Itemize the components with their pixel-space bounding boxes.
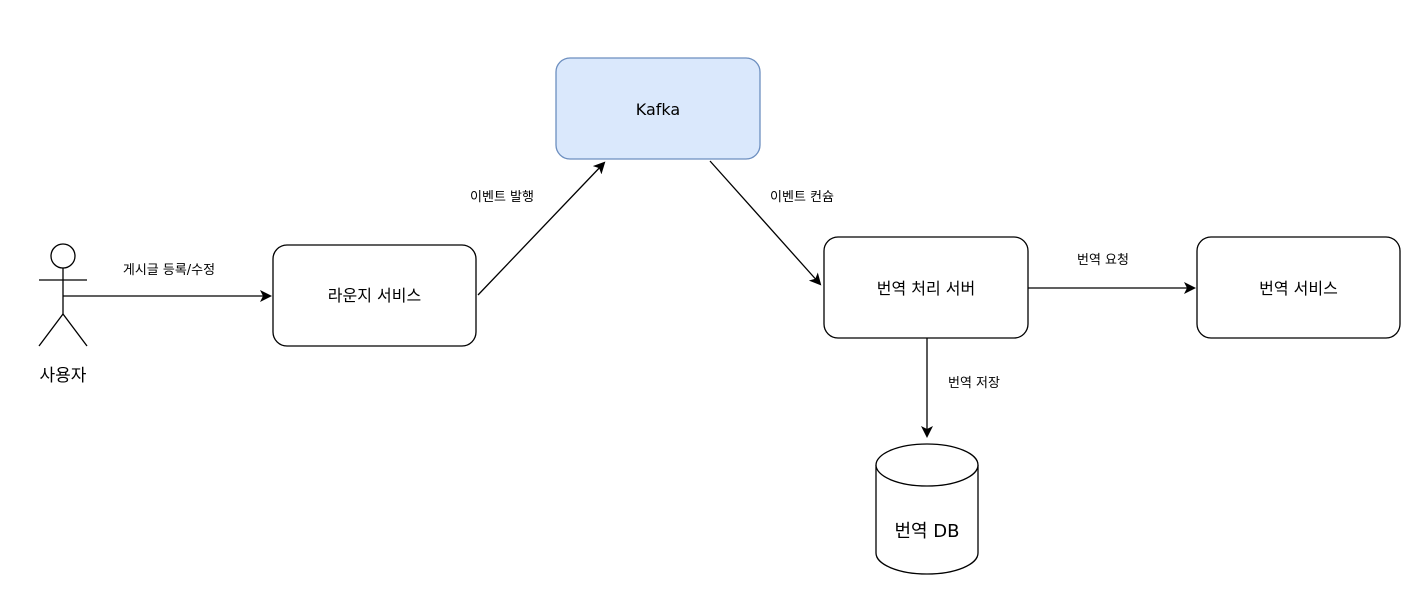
- translation-db-node: 번역 DB: [875, 443, 979, 575]
- translation-service-node: 번역 서비스: [1196, 236, 1401, 339]
- actor-leg-right: [62, 313, 88, 347]
- db-cylinder-top: [875, 443, 979, 487]
- translation-server-node: 번역 처리 서버: [823, 236, 1029, 339]
- edge-label-event-publish: 이벤트 발행: [470, 189, 534, 205]
- user-actor: 사용자: [38, 243, 88, 386]
- lounge-service-box: [272, 244, 477, 347]
- edge-label-event-consume: 이벤트 컨슘: [770, 190, 834, 205]
- kafka-node: Kafka: [555, 57, 761, 160]
- translation-service-box: [1196, 236, 1401, 339]
- edge-label-translation-request: 번역 요청: [1077, 253, 1129, 268]
- actor-head: [50, 243, 76, 269]
- edge-line: [709, 160, 822, 286]
- translation-server-label: 번역 처리 서버: [877, 279, 976, 298]
- edge-label-translation-store: 번역 저장: [948, 376, 1000, 391]
- edge-event-publish: 이벤트 발행: [470, 161, 606, 296]
- translation-db-label: 번역 DB: [894, 521, 959, 542]
- edge-translation-store: 번역 저장: [921, 338, 1000, 438]
- kafka-label: Kafka: [636, 100, 680, 119]
- edge-event-consume: 이벤트 컨슘: [709, 160, 834, 286]
- kafka-box: [555, 57, 761, 160]
- edge-label-post-create-update: 게시글 등록/수정: [123, 263, 215, 278]
- edge-line: [477, 161, 606, 296]
- actor-label: 사용자: [40, 366, 87, 386]
- lounge-service-node: 라운지 서비스: [272, 244, 477, 347]
- lounge-service-label: 라운지 서비스: [328, 286, 421, 305]
- db-cylinder-body: [875, 465, 979, 575]
- edge-translation-request: 번역 요청: [1028, 253, 1196, 294]
- edge-post-create-update: 게시글 등록/수정: [63, 263, 272, 302]
- translation-service-label: 번역 서비스: [1259, 279, 1338, 298]
- actor-leg-left: [38, 313, 64, 347]
